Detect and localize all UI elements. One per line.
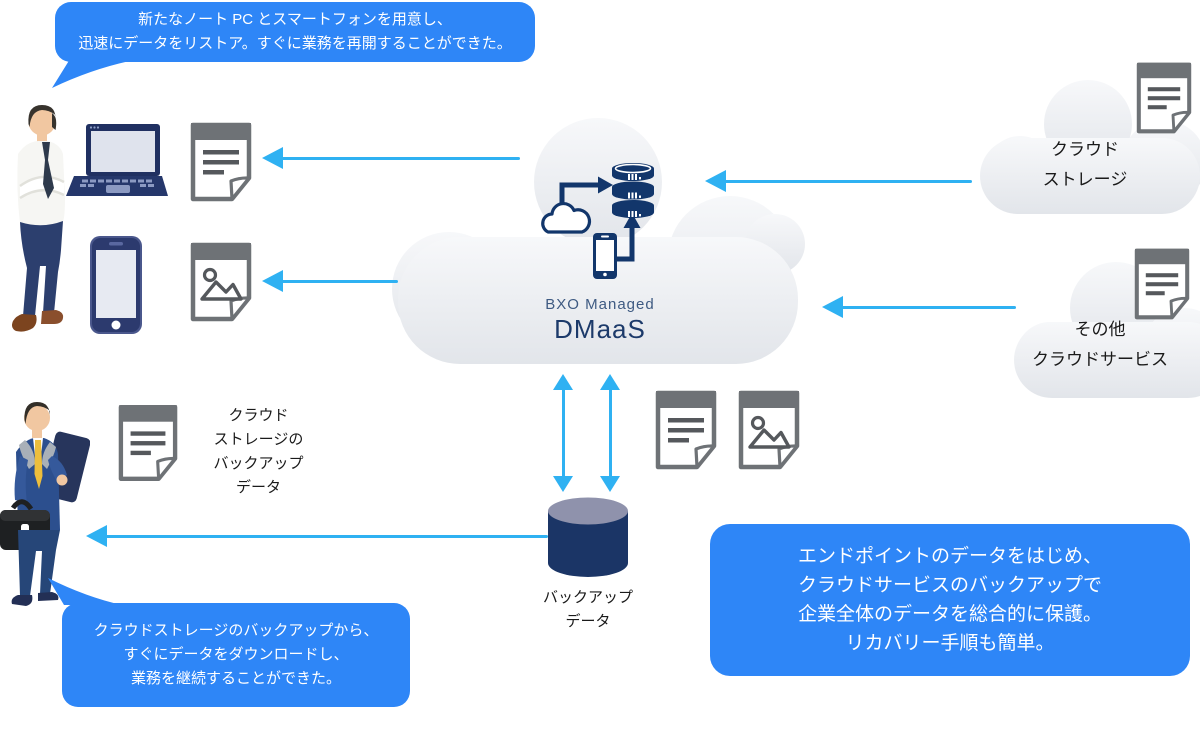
backup-database-icon [548, 497, 628, 577]
smartphone-icon [90, 236, 142, 334]
restore-arrow-image [281, 280, 398, 283]
dmaas-product-label: DMaaS [554, 314, 646, 344]
bubble-download-line: クラウドストレージのバックアップから、 [93, 622, 379, 639]
database-icon [612, 163, 654, 218]
download-arrow [105, 535, 548, 538]
sync-arrow-left [553, 374, 573, 492]
dmaas-brand-label: BXO Managed [545, 296, 655, 313]
bubble-restore-line: 迅速にデータをリストア。すぐに業務を再開することができた。 [78, 35, 512, 52]
cloud-storage-cloud [980, 80, 1200, 214]
image-document-icon [190, 242, 252, 322]
bubble-restore-tail [52, 59, 140, 88]
restore-arrowhead-document [262, 147, 283, 169]
person-office-worker [12, 105, 65, 332]
speech-bubble-download: クラウドストレージのバックアップから、 すぐにデータをダウンロードし、 業務を継… [62, 603, 410, 707]
sync-arrow-shaft [608, 387, 612, 479]
sync-arrowhead-up [600, 374, 620, 390]
backup-data-label: バックアップ データ [542, 589, 633, 630]
restore-arrow-document [281, 157, 520, 160]
sync-arrow-shaft [561, 387, 565, 479]
image-document-icon [738, 390, 800, 470]
sync-arrow-right [600, 374, 620, 492]
cloud-storage-label: クラウド ストレージ [1042, 140, 1128, 189]
other-cloud-services-cloud [1014, 262, 1200, 398]
text-document-icon [118, 404, 178, 482]
summary-box: エンドポイントのデータをはじめ、 クラウドサービスのバックアップで 企業全体のデ… [710, 524, 1190, 676]
backup-arrow-other-cloud [841, 306, 1016, 309]
sync-arrowhead-down [553, 476, 573, 492]
laptop-icon [66, 124, 168, 196]
restore-arrowhead-image [262, 270, 283, 292]
download-arrowhead [86, 525, 107, 547]
cloud-icon [541, 201, 592, 234]
text-document-icon [190, 122, 252, 202]
text-document-icon [1134, 248, 1190, 320]
text-document-icon [655, 390, 717, 470]
smartphone-small-icon [593, 233, 617, 279]
backup-arrowhead-cloud-storage [705, 170, 726, 192]
bubble-download-tail [48, 578, 122, 605]
sync-arrowhead-up [553, 374, 573, 390]
backup-arrow-cloud-storage [724, 180, 972, 183]
bubble-download-line: 業務を継続することができた。 [130, 670, 341, 687]
sync-arrowhead-down [600, 476, 620, 492]
bubble-restore-line: 新たなノート PC とスマートフォンを用意し、 [138, 11, 452, 28]
summary-line: クラウドサービスのバックアップで [797, 575, 1102, 596]
summary-line: リカバリー手順も簡単。 [845, 633, 1055, 654]
cloud-storage-backup-data-label: クラウド ストレージの バックアップ データ [213, 407, 304, 496]
person-manager [0, 402, 90, 606]
summary-line: エンドポイントのデータをはじめ、 [797, 546, 1102, 567]
text-document-icon [1136, 62, 1192, 134]
summary-line: 企業全体のデータを総合的に保護。 [797, 604, 1102, 625]
backup-flow-icon [541, 163, 654, 279]
other-cloud-services-label: その他 クラウドサービス [1032, 320, 1168, 369]
backup-arrowhead-other-cloud [822, 296, 843, 318]
speech-bubble-restore: 新たなノート PC とスマートフォンを用意し、 迅速にデータをリストア。すぐに業… [55, 2, 535, 62]
bubble-download-line: すぐにデータをダウンロードし、 [123, 646, 349, 663]
